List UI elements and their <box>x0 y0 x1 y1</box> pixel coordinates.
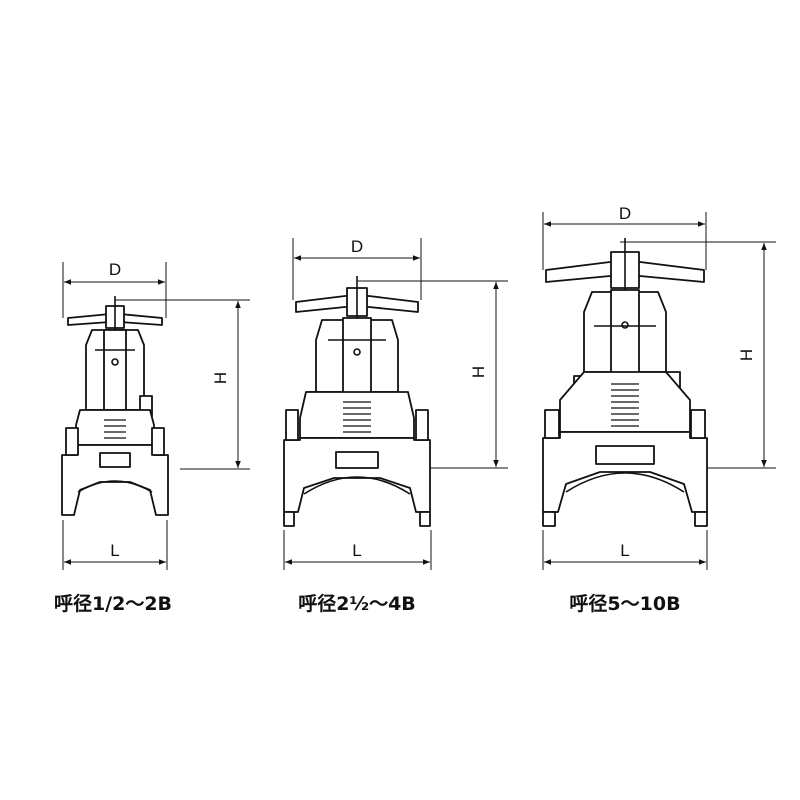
dim-d-label-medium: D <box>351 237 363 256</box>
caption-medium: 呼径2½～4B <box>298 593 416 615</box>
dim-d-label-small: D <box>109 260 121 279</box>
dim-l-label-large: L <box>620 541 629 560</box>
valve-small: D H L 呼径1/2～2B <box>54 260 250 615</box>
dim-h-label-large: H <box>737 349 756 361</box>
valve-medium: D H L <box>283 237 508 615</box>
caption-small: 呼径1/2～2B <box>54 593 172 615</box>
caption-large: 呼径5～10B <box>569 593 680 615</box>
dim-l-label-medium: L <box>352 541 361 560</box>
dim-h-label-medium: H <box>469 366 488 378</box>
valve-large: D H <box>542 204 776 615</box>
dim-d-label-large: D <box>619 204 631 223</box>
dim-h-label-small: H <box>211 372 230 384</box>
dim-l-label-small: L <box>110 541 119 560</box>
